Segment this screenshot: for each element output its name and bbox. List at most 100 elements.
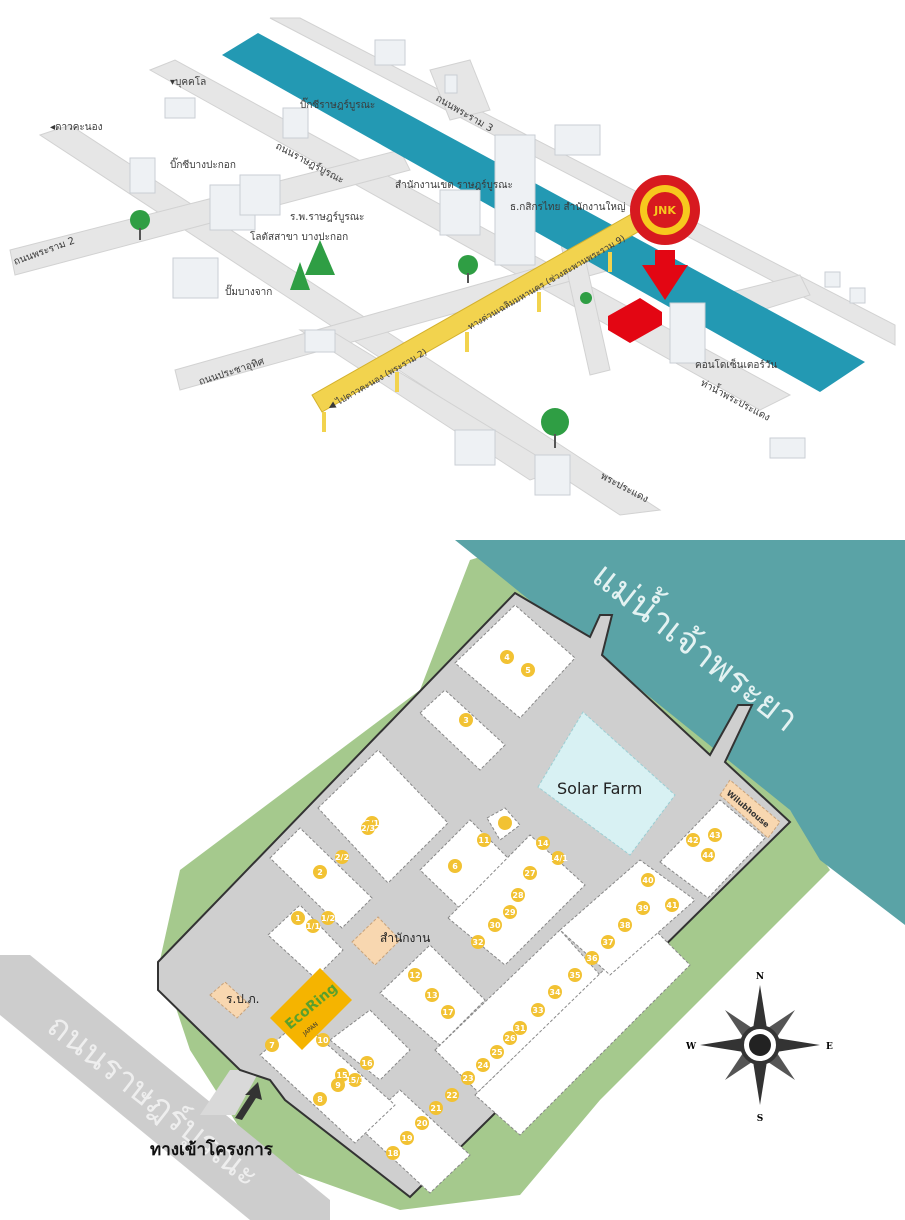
lot-number: 31: [514, 1024, 526, 1033]
lot-number: 14: [537, 839, 549, 848]
lot-dot: [408, 968, 422, 982]
lot-dot: [425, 988, 439, 1002]
lot-number: 10: [317, 1036, 329, 1045]
lot-number: 7: [269, 1041, 275, 1050]
label-rp-ratburana: ร.พ.ราษฎร์บูรณะ: [290, 211, 364, 223]
lot-number: 43: [709, 831, 720, 840]
label-big-c-ratburana: บิ๊กซีราษฎร์บูรณะ: [300, 97, 375, 111]
lot-dot: [313, 865, 327, 879]
lot-dot: [321, 911, 335, 925]
lot-number: 18: [387, 1149, 399, 1158]
lot-dot: [386, 1146, 400, 1160]
lot-dot: [585, 951, 599, 965]
lot-number: 32: [472, 938, 483, 947]
lot-number: 2/2: [335, 853, 349, 862]
lot-number: 29: [504, 908, 516, 917]
lot-number: 34: [549, 988, 561, 997]
lot-number: 28: [512, 891, 524, 900]
lot-number: 38: [619, 921, 631, 930]
chao-phraya-river: [222, 33, 865, 392]
police-label: ร.ป.ภ.: [226, 992, 259, 1006]
lot-number: 8: [317, 1095, 323, 1104]
office-area: [351, 916, 401, 966]
lot-number: 36: [586, 954, 598, 963]
lot-dot: [513, 1021, 527, 1035]
label-concrete-one: คอนโดเซ็นเตอร์วัน: [695, 357, 777, 371]
lot-number: 35: [569, 971, 581, 980]
lot-number: 4: [504, 653, 510, 662]
compass-n: N: [756, 972, 764, 982]
lot-dot: [335, 1068, 349, 1082]
lot-number: 14/1: [548, 854, 568, 863]
lot-number: 25: [491, 1048, 503, 1057]
lot-number: 17: [442, 1008, 453, 1017]
ecoring-area: EcoRing JAPAN: [270, 968, 352, 1050]
lot-dot: [265, 1038, 279, 1052]
lot-number: 2/3: [361, 824, 375, 833]
lot-dot: [618, 918, 632, 932]
lot-dot: [488, 918, 502, 932]
lot-dot: [441, 1005, 455, 1019]
lot-dot: [291, 911, 305, 925]
jnk-logo-icon: JNK: [630, 175, 700, 245]
lot-dot: [415, 1116, 429, 1130]
lot-dot: [536, 836, 550, 850]
lot-number: 12: [409, 971, 420, 980]
lot-dot: [313, 1092, 327, 1106]
lot-number: 23: [462, 1074, 473, 1083]
lot-dot: [445, 1088, 459, 1102]
lot-dot: [316, 1033, 330, 1047]
location-arrow-icon: [642, 250, 688, 300]
lot-dot: [360, 1056, 374, 1070]
lot-number: 5: [525, 666, 531, 675]
lot-number: 15: [336, 1071, 348, 1080]
label-pump: ปั๊มบางจาก: [225, 284, 272, 298]
lot-number: 41: [666, 901, 678, 910]
lot-dot: [521, 663, 535, 677]
lot-number: 37: [602, 938, 613, 947]
lot-dot: [490, 1045, 504, 1059]
lot-dot: [306, 919, 320, 933]
lot-dot: [531, 1003, 545, 1017]
lot-dot: [503, 905, 517, 919]
lot-number: 30: [489, 921, 501, 930]
lot-number: 9: [335, 1081, 341, 1090]
lot-dot: [448, 859, 462, 873]
lot-dot: [665, 898, 679, 912]
lot-dot: [476, 1058, 490, 1072]
lot-number: 21: [430, 1104, 442, 1113]
lot-number: 16: [361, 1059, 373, 1068]
lot-dot: [335, 850, 349, 864]
lot-dot: [601, 935, 615, 949]
compass-e: E: [826, 1042, 833, 1052]
lot-dot: [701, 848, 715, 862]
lot-dot: [551, 851, 565, 865]
compass-icon: N S E W: [685, 972, 833, 1124]
lot-number: 24: [477, 1061, 489, 1070]
lot-dot: [461, 1071, 475, 1085]
lot-number: 33: [532, 1006, 543, 1015]
lot-number: 22: [446, 1091, 457, 1100]
lot-number: 6: [452, 862, 458, 871]
lot-dot: [500, 650, 514, 664]
lot-dot: [400, 1131, 414, 1145]
lot-dot: [568, 968, 582, 982]
lot-number: 15/1: [345, 1076, 365, 1085]
lot-number: 44: [702, 851, 714, 860]
lot-dot: [708, 828, 722, 842]
lot-dot: [636, 901, 650, 915]
lot-number: 1: [295, 914, 301, 923]
logo-text: JNK: [653, 204, 676, 217]
lot-dot: [523, 866, 537, 880]
lot-number: 3: [463, 716, 469, 725]
solar-farm-area: [537, 711, 676, 856]
label-kasikorn: ธ.กสิกรไทย สำนักงานใหญ่: [510, 201, 625, 213]
chao-phraya-river-site: [455, 540, 905, 925]
lot-number: 19: [401, 1134, 413, 1143]
lot-number: 1/1: [306, 922, 320, 931]
lot-number: 20: [416, 1119, 428, 1128]
lot-number: 13: [426, 991, 437, 1000]
lot-markers: 11/11/222/12/22/33456789101112131414/115…: [265, 650, 722, 1160]
ratburana-road-site: [0, 955, 330, 1220]
